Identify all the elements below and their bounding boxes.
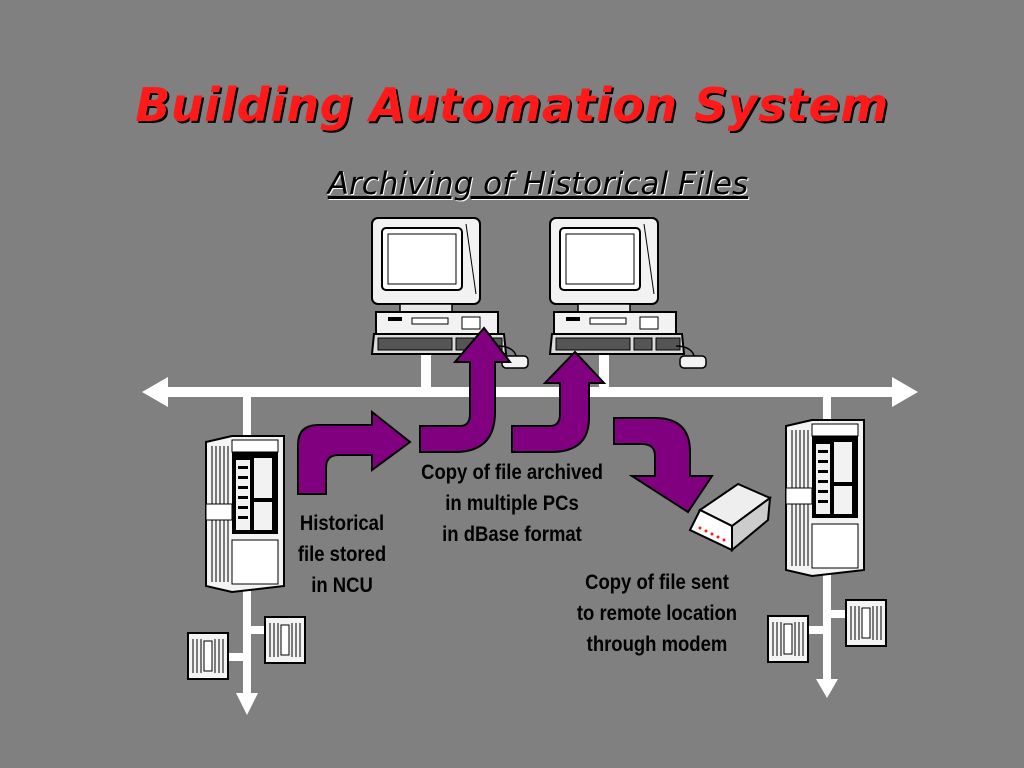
caption-modem-line-3: through modem (586, 633, 728, 656)
caption-modem-line-2: to remote location (576, 602, 738, 625)
caption-modem-line-1: Copy of file sent (585, 571, 729, 594)
arrow-to-pc-right (511, 350, 607, 453)
caption-pcs-line-2: in multiple PCs (445, 492, 579, 515)
caption-pcs-line-1: Copy of file archived (421, 461, 603, 484)
caption-pcs: Copy of file archived in multiple PCs in… (408, 457, 616, 550)
ncu-cabinet-right (785, 419, 865, 577)
pc-workstation-right (549, 217, 707, 369)
slide-title: Building Automation System (135, 78, 889, 132)
arrow-to-modem (613, 417, 714, 514)
io-module-left-bottom (187, 632, 229, 680)
caption-ncu: Historical file stored in NCU (284, 508, 400, 601)
io-module-right-top (845, 599, 887, 647)
caption-ncu-line-2: file stored (297, 543, 387, 566)
ncu-cabinet-left (205, 435, 285, 593)
caption-ncu-line-3: in NCU (311, 574, 373, 597)
io-module-left-top (264, 616, 306, 664)
caption-pcs-line-3: in dBase format (442, 523, 582, 546)
pc-workstation-left (371, 217, 529, 369)
arrow-to-pc-left (419, 326, 513, 453)
caption-ncu-line-1: Historical (299, 512, 385, 535)
modem (688, 482, 772, 553)
caption-modem: Copy of file sent to remote location thr… (565, 567, 750, 660)
io-module-right-bottom (767, 615, 809, 663)
slide-subtitle: Archiving of Historical Files (327, 166, 749, 202)
arrow-ncu-to-network (297, 409, 412, 495)
